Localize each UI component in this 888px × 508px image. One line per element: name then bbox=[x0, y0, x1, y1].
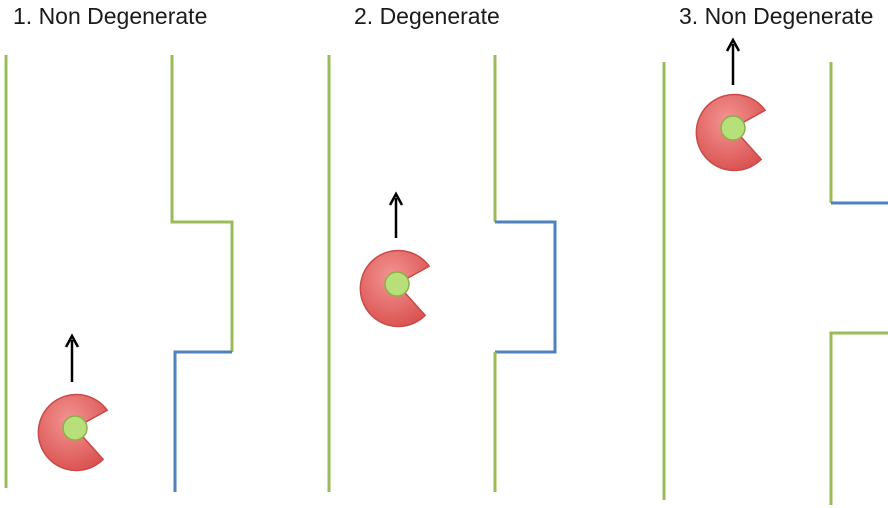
panel-1-title: 1. Non Degenerate bbox=[13, 3, 208, 29]
panel-3 bbox=[662, 37, 888, 505]
panel-3-title: 3. Non Degenerate bbox=[679, 3, 874, 29]
robot-center-icon bbox=[720, 115, 746, 141]
panel-3-robot bbox=[695, 37, 767, 172]
panel-1 bbox=[4, 55, 234, 492]
robot-center-icon bbox=[384, 271, 410, 297]
panel-1-right-wall-lower bbox=[173, 350, 232, 492]
arrow-head-icon bbox=[388, 191, 404, 206]
panel-2 bbox=[327, 55, 557, 492]
arrow-head-icon bbox=[64, 333, 80, 348]
robot-center-icon bbox=[62, 415, 88, 441]
panel-1-right-wall-upper bbox=[170, 55, 234, 352]
panel-2-title: 2. Degenerate bbox=[354, 3, 500, 29]
panel-2-robot bbox=[359, 191, 431, 328]
panel-1-robot bbox=[37, 333, 109, 472]
panel-2-right-wall-notch bbox=[495, 220, 557, 354]
panel-3-right-wall-notch-bottom bbox=[829, 331, 888, 505]
arrow-head-icon bbox=[725, 37, 741, 52]
